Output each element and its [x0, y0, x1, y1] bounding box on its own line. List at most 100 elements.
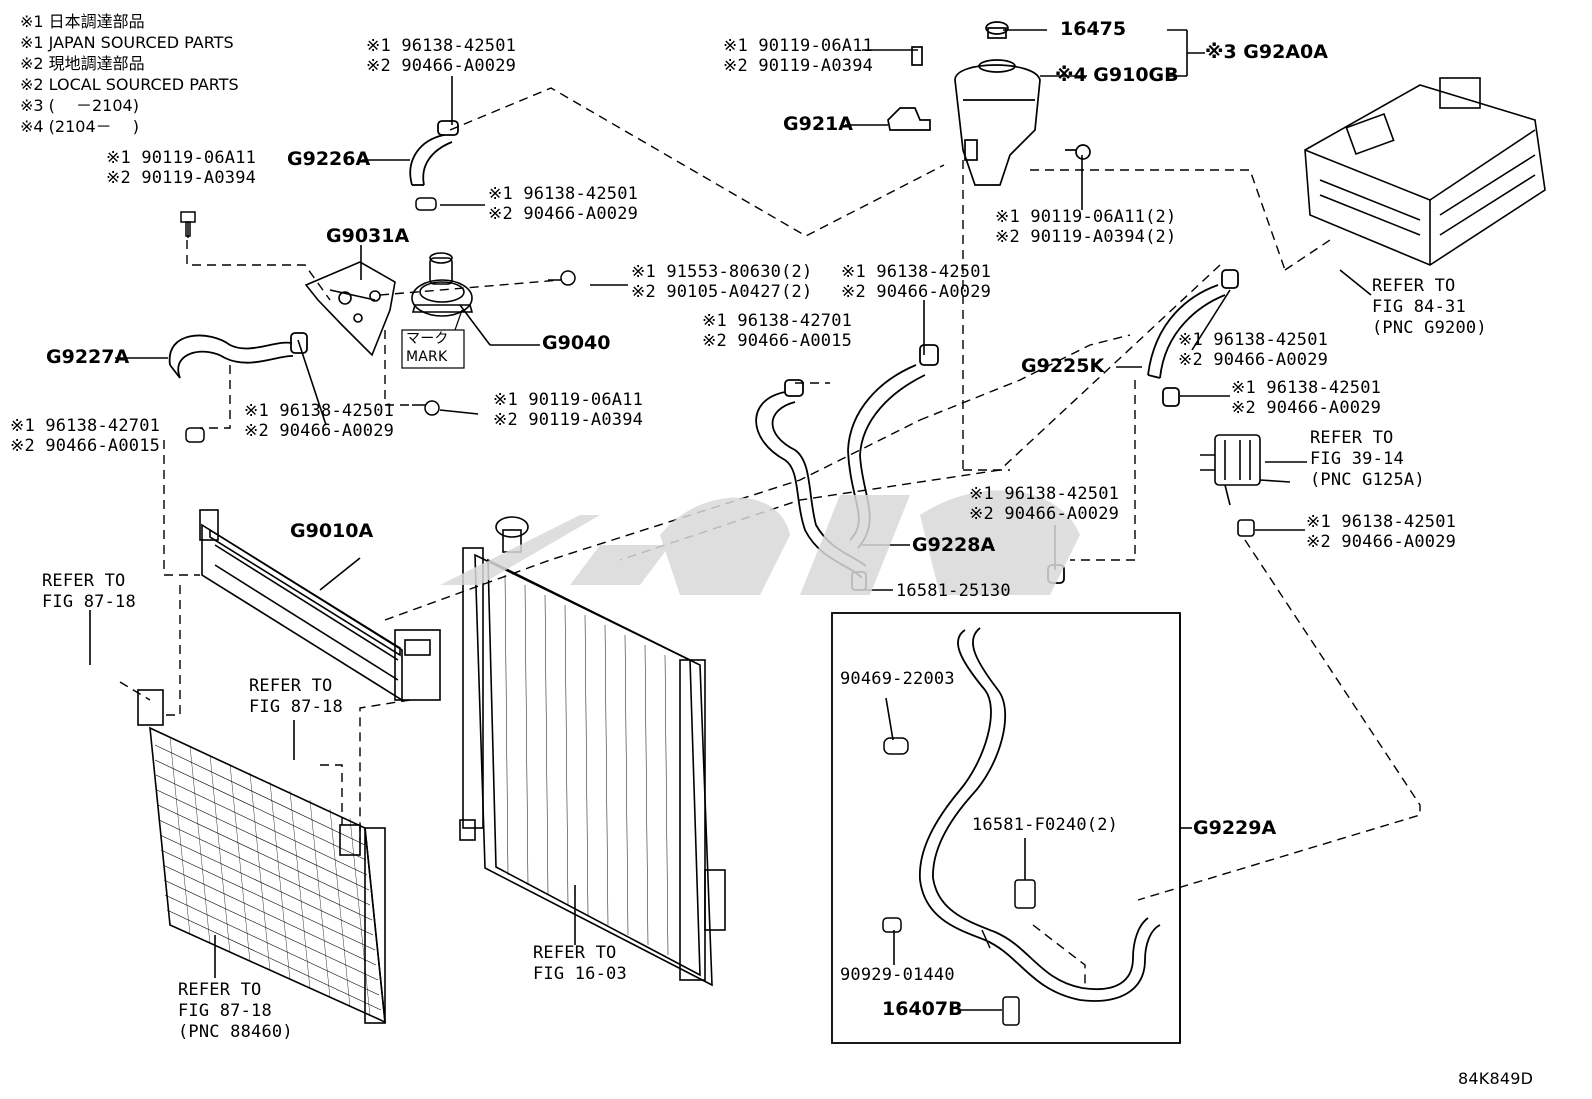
ref-line: ※2 90466-A0029 [1178, 350, 1329, 370]
part-label-16475[interactable]: 16475 [1060, 18, 1127, 40]
fig-ref-line: FIG 16-03 [533, 964, 627, 984]
ref-clamp-left-small[interactable]: ※1 96138-42701 ※2 90466-A0015 [10, 416, 160, 456]
ref-bolt-left[interactable]: ※1 90119-06A11 ※2 90119-A0394 [106, 148, 256, 188]
ref-bolt-pump[interactable]: ※1 90119-06A11 ※2 90119-A0394 [493, 390, 643, 430]
fig-ref-line: FIG 84-31 [1372, 297, 1466, 317]
ref-line: ※2 90466-A0029 [244, 421, 395, 441]
fig-ref-line: REFER TO [1310, 428, 1394, 448]
ref-line: ※2 90466-A0029 [841, 282, 992, 302]
condenser [137, 689, 386, 1024]
fig-ref-bolt-left[interactable]: REFER TO FIG 87-18 [42, 571, 136, 613]
ref-line: ※2 90466-A0029 [366, 56, 517, 76]
water-pump-g9040 [411, 252, 474, 317]
part-label-g910gb[interactable]: ※4 G910GB [1055, 64, 1179, 86]
ref-line: ※2 90466-A0029 [1306, 532, 1457, 552]
fig-ref-line: REFER TO [1372, 276, 1456, 296]
ref-clamp-right-2[interactable]: ※1 96138-42501 ※2 90466-A0029 [1231, 378, 1381, 418]
ref-line: ※1 96138-42501 [969, 484, 1120, 504]
fig-ref-radiator[interactable]: REFER TO FIG 16-03 [533, 943, 627, 985]
mark-label: マーク MARK [406, 330, 449, 366]
ref-clamp-mid-small[interactable]: ※1 96138-42701 ※2 90466-A0015 [702, 311, 852, 351]
note-line: ※1 日本調達部品 [20, 12, 145, 31]
fig-ref-line: REFER TO [533, 943, 617, 963]
ref-bolt-top[interactable]: ※1 90119-06A11 ※2 90119-A0394 [723, 36, 873, 76]
fig-ref-cooler[interactable]: REFER TO FIG 39-14 (PNC G125A) [1310, 428, 1425, 491]
small-fasteners-left [180, 197, 576, 443]
fig-ref-line: FIG 87-18 [42, 592, 136, 612]
inverter [1304, 77, 1546, 266]
ref-line: ※1 96138-42501 [244, 401, 395, 421]
detail-box [831, 612, 1181, 1044]
part-label-90469-22003[interactable]: 90469-22003 [840, 669, 955, 689]
part-label-16581-f0240[interactable]: 16581-F0240(2) [972, 815, 1119, 835]
radiator [459, 516, 726, 987]
fig-ref-line: FIG 87-18 [249, 697, 343, 717]
bracket-g9031a [304, 261, 396, 357]
ref-line: ※2 90466-A0015 [702, 331, 853, 351]
ref-bolt-tank[interactable]: ※1 90119-06A11(2) ※2 90119-A0394(2) [995, 207, 1176, 247]
fig-ref-line: (PNC G9200) [1372, 318, 1487, 338]
ref-line: ※1 91553-80630(2) [631, 262, 813, 282]
fig-ref-inverter[interactable]: REFER TO FIG 84-31 (PNC G9200) [1372, 276, 1487, 339]
fig-ref-line: (PNC G125A) [1310, 470, 1425, 490]
part-label-g9226a[interactable]: G9226A [287, 148, 371, 170]
mark-line-jp: マーク [406, 331, 449, 347]
part-label-g9227a[interactable]: G9227A [46, 346, 130, 368]
ref-line: ※1 96138-42501 [366, 36, 517, 56]
ref-line: ※1 96138-42701 [10, 416, 161, 436]
part-label-g9228a[interactable]: G9228A [912, 534, 996, 556]
condenser-fins-v [169, 736, 371, 1017]
ref-clamp-center[interactable]: ※1 96138-42501 ※2 90466-A0029 [969, 484, 1119, 524]
part-label-g921a[interactable]: G921A [783, 113, 853, 135]
ref-line: ※1 96138-42501 [1231, 378, 1382, 398]
part-label-g9040[interactable]: G9040 [542, 332, 611, 354]
condenser-fins [154, 744, 382, 1011]
hose-g9229a [919, 627, 1161, 1002]
ref-line: ※2 90466-A0029 [969, 504, 1120, 524]
hose-g9226a [409, 120, 459, 186]
ref-line: ※1 96138-42501 [488, 184, 639, 204]
ref-clamp-right-3[interactable]: ※1 96138-42501 ※2 90466-A0029 [1306, 512, 1456, 552]
ref-line: ※1 90119-06A11(2) [995, 207, 1177, 227]
ref-clamp-g9227[interactable]: ※1 96138-42501 ※2 90466-A0029 [244, 401, 394, 441]
ref-line: ※1 96138-42501 [1306, 512, 1457, 532]
fig-ref-line: FIG 39-14 [1310, 449, 1404, 469]
ref-line: ※2 90119-A0394 [493, 410, 644, 430]
fig-ref-bolt-mid[interactable]: REFER TO FIG 87-18 [249, 676, 343, 718]
ref-line: ※2 90466-A0029 [1231, 398, 1382, 418]
ref-nut-pump[interactable]: ※1 91553-80630(2) ※2 90105-A0427(2) [631, 262, 812, 302]
note-line: ※3 ( －2104) [20, 96, 139, 115]
part-label-16581-25130[interactable]: 16581-25130 [896, 581, 1011, 601]
fig-ref-line: (PNC 88460) [178, 1022, 293, 1042]
ref-line: ※2 90119-A0394 [723, 56, 874, 76]
ref-line: ※2 90466-A0015 [10, 436, 161, 456]
ref-line: ※2 90119-A0394 [106, 168, 257, 188]
cooler-g9010a [199, 509, 441, 702]
part-label-16407b[interactable]: 16407B [882, 998, 963, 1020]
part-label-g9010a[interactable]: G9010A [290, 520, 374, 542]
ref-hose-clamp-1[interactable]: ※1 96138-42501 ※2 90466-A0029 [366, 36, 516, 76]
part-label-g92a0a[interactable]: ※3 G92A0A [1205, 41, 1328, 63]
part-label-g9225k[interactable]: G9225K [1021, 355, 1105, 377]
ref-line: ※1 90119-06A11 [493, 390, 644, 410]
ref-line: ※1 90119-06A11 [106, 148, 257, 168]
fig-ref-line: FIG 87-18 [178, 1001, 272, 1021]
ref-clamp-right-1[interactable]: ※1 96138-42501 ※2 90466-A0029 [1178, 330, 1328, 370]
ref-clamp-mid[interactable]: ※1 96138-42501 ※2 90466-A0029 [841, 262, 991, 302]
ref-hose-clamp-2[interactable]: ※1 96138-42501 ※2 90466-A0029 [488, 184, 638, 224]
watermark-logo [440, 490, 1080, 595]
hose-g9227a [168, 332, 308, 379]
fig-ref-condenser[interactable]: REFER TO FIG 87-18 (PNC 88460) [178, 980, 293, 1043]
mark-line-en: MARK [406, 349, 448, 365]
part-label-g9031a[interactable]: G9031A [326, 225, 410, 247]
ref-line: ※2 90466-A0029 [488, 204, 639, 224]
note-line: ※2 現地調達部品 [20, 54, 145, 73]
reservoir-tank [887, 21, 1091, 186]
part-label-g9229a[interactable]: G9229A [1193, 817, 1277, 839]
ref-line: ※2 90105-A0427(2) [631, 282, 813, 302]
fig-ref-line: REFER TO [249, 676, 333, 696]
ref-line: ※1 96138-42501 [841, 262, 992, 282]
part-label-90929-01440[interactable]: 90929-01440 [840, 965, 955, 985]
